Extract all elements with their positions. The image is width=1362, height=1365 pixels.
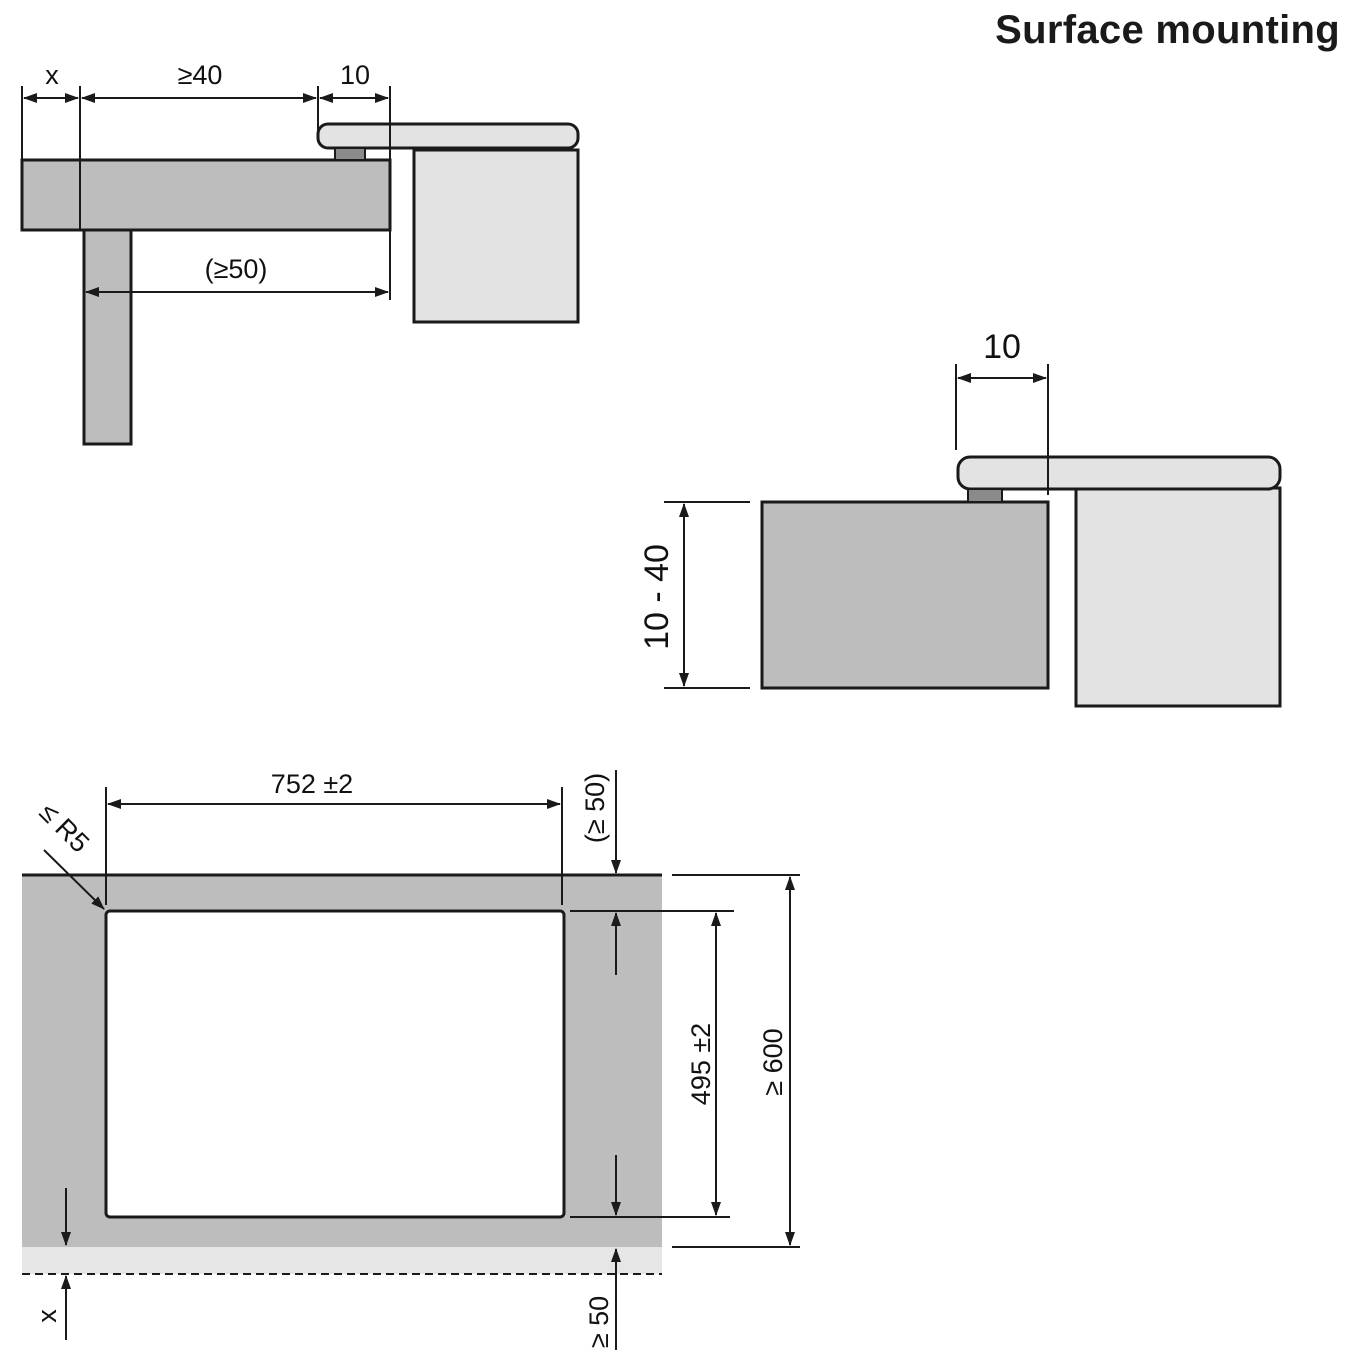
label-x-side: x (45, 60, 59, 90)
label-x-plan: x (32, 1309, 62, 1323)
label-width: 752 ±2 (271, 769, 353, 799)
plan-view: 752 ±2 ≤ R5 (≥ 50) 495 ±2 ≥ 600 x ≥ 50 (22, 769, 800, 1350)
wall-strip (22, 1247, 662, 1274)
appliance-foot (334, 147, 366, 161)
side-view: x ≥40 10 (≥50) (20, 60, 580, 446)
label-top-min-50-paren: (≥ 50) (580, 773, 610, 843)
radius-leader (43, 849, 105, 910)
detail-appliance-foot (967, 488, 1003, 503)
label-height-range: 10 - 40 (638, 544, 676, 650)
worktop-section (20, 158, 392, 232)
detail-worktop (760, 500, 1050, 690)
cabinet-side-wall (82, 226, 133, 446)
detail-adjacent-unit (1074, 486, 1282, 708)
label-radius: ≤ R5 (34, 797, 95, 858)
label-depth: 495 ±2 (686, 1023, 716, 1105)
label-10-detail: 10 (983, 328, 1021, 366)
label-min-600: ≥ 600 (758, 1028, 788, 1095)
label-bottom-min-50: ≥ 50 (584, 1296, 614, 1348)
label-min-40: ≥40 (178, 60, 223, 90)
label-10-side: 10 (340, 60, 370, 90)
appliance-top (316, 122, 580, 150)
cutout (104, 909, 566, 1219)
label-min-50-paren-side: (≥50) (205, 254, 268, 284)
page-title: Surface mounting (995, 8, 1340, 52)
detail-appliance-top (956, 455, 1282, 491)
detail-view: 10 10 - 40 (638, 328, 1282, 708)
adjacent-unit (412, 148, 580, 324)
